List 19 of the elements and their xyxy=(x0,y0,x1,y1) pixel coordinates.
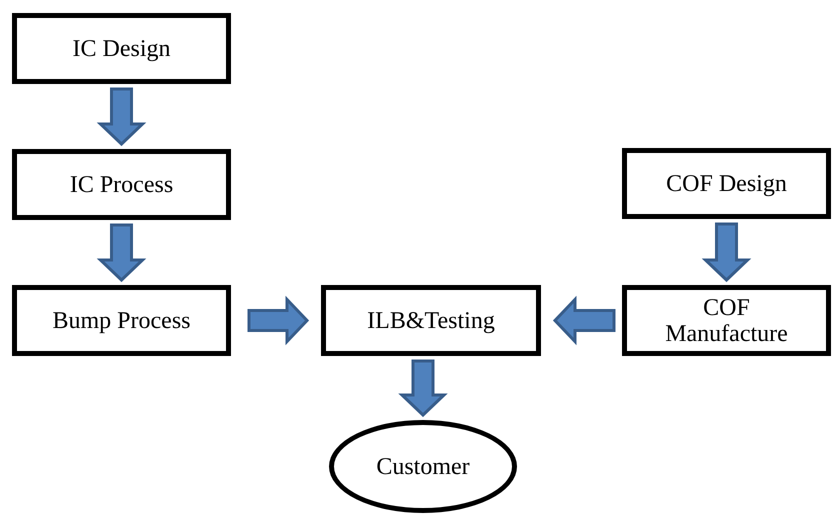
process-box xyxy=(622,148,831,219)
node-label: Customer xyxy=(376,454,470,480)
process-box xyxy=(622,285,831,356)
process-box xyxy=(321,285,541,356)
node-label: COF Manufacture xyxy=(664,294,789,346)
block-arrow xyxy=(398,360,448,418)
node-label: Bump Process xyxy=(52,308,190,334)
node-label: COF Design xyxy=(666,170,787,196)
node-label: IC Design xyxy=(72,36,170,62)
block-arrow xyxy=(96,224,146,282)
process-box xyxy=(12,285,231,356)
process-box xyxy=(12,13,231,84)
block-arrow xyxy=(248,296,310,346)
block-arrow xyxy=(552,296,616,346)
node-label: IC Process xyxy=(70,172,174,198)
process-box xyxy=(12,149,231,220)
node-label: ILB&Testing xyxy=(367,308,495,334)
block-arrow xyxy=(96,88,146,146)
block-arrow xyxy=(702,222,752,282)
